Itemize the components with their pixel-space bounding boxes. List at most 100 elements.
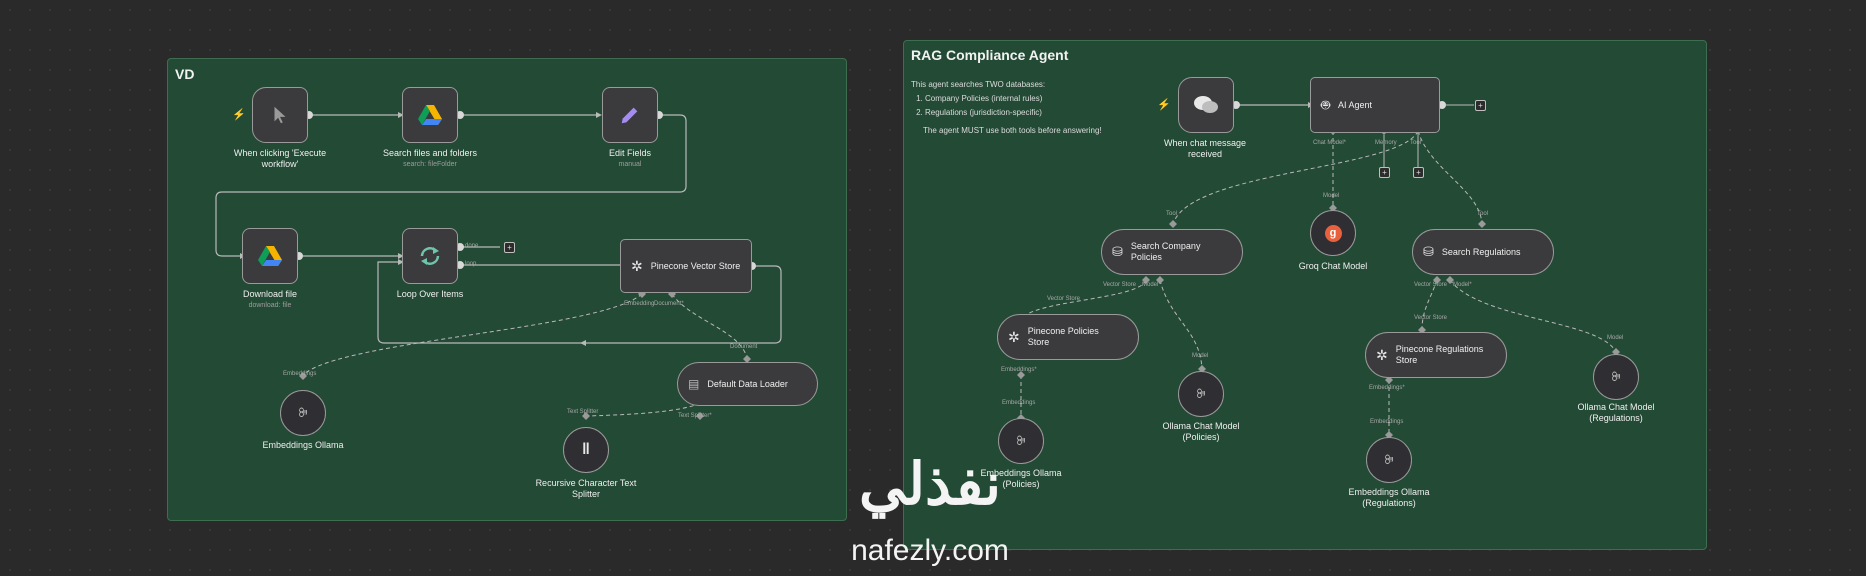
- node-label: Edit Fields: [608, 148, 652, 158]
- node-embeddings-ollama-policies[interactable]: ꔭ: [998, 418, 1044, 464]
- node-pinecone-policies-store[interactable]: ✲ Pinecone Policies Store: [997, 314, 1139, 360]
- note-intro: This agent searches TWO databases:: [911, 80, 1046, 89]
- pinecone-icon: ✲: [1376, 346, 1388, 363]
- dashed-wire: [671, 293, 748, 359]
- port-label: Document*: [654, 301, 684, 307]
- dashed-wire: [1417, 130, 1483, 225]
- node-label: Pinecone Policies Store: [1027, 326, 1099, 347]
- node-default-data-loader[interactable]: ▤ Default Data Loader: [677, 362, 818, 406]
- database-icon: ⛁: [1423, 244, 1434, 259]
- node-embeddings-ollama[interactable]: ꔭ: [280, 390, 326, 436]
- port-label: Embeddings*: [1369, 385, 1405, 391]
- port-label-done: done: [465, 243, 479, 249]
- port-label: Tool: [1166, 211, 1178, 217]
- watermark-latin: nafezly.com: [851, 534, 1009, 567]
- node-label: When clicking 'Execute workflow': [233, 148, 327, 169]
- node-label: Search files and folders: [382, 148, 478, 158]
- port-label: Embeddings: [1370, 419, 1404, 425]
- port-label: Document: [730, 344, 758, 350]
- robot-icon: 🤖︎: [1321, 96, 1331, 114]
- port-label: Model*: [1453, 282, 1472, 288]
- dashed-wire: [1172, 130, 1419, 225]
- note-list: Company Policies (internal rules) Regula…: [911, 92, 1141, 120]
- add-tool-button[interactable]: +: [1413, 167, 1424, 178]
- pencil-icon: [621, 107, 638, 124]
- watermark-arabic: نفذلي: [859, 452, 1001, 517]
- note-item: Regulations (jurisdiction-specific): [925, 106, 1141, 120]
- node-label: AI Agent: [1338, 99, 1373, 110]
- node-search-company-policies[interactable]: ⛁ Search Company Policies: [1101, 229, 1243, 275]
- node-download-file[interactable]: [242, 228, 298, 284]
- node-loop[interactable]: [402, 228, 458, 284]
- port-label: Memory: [1375, 140, 1397, 146]
- node-label: Default Data Loader: [707, 378, 788, 389]
- node-embeddings-ollama-regulations[interactable]: ꔭ: [1366, 437, 1412, 483]
- node-subtitle: search: fileFolder: [403, 161, 457, 168]
- node-subtitle: manual: [618, 161, 642, 168]
- node-label: Pinecone Vector Store: [650, 260, 741, 271]
- trigger-bolt-icon: ⚡: [232, 109, 246, 121]
- port-label: Embedding: [624, 301, 655, 307]
- node-ollama-chat-policies[interactable]: ꔭ: [1178, 371, 1224, 417]
- ollama-llama-icon: ꔭ: [1016, 433, 1026, 448]
- node-label: Recursive Character Text Splitter: [535, 478, 637, 499]
- port-label: Vector Store: [1047, 296, 1081, 302]
- node-label: Embeddings Ollama: [262, 440, 344, 450]
- node-text-splitter[interactable]: ‖: [563, 427, 609, 473]
- port-label: Vector Store: [1103, 282, 1137, 288]
- wire: [215, 114, 687, 257]
- node-label: Ollama Chat Model (Policies): [1162, 421, 1240, 442]
- port-label: Vector Store: [1414, 282, 1448, 288]
- node-chat-trigger[interactable]: [1178, 77, 1234, 133]
- port-label: Chat Model*: [1313, 140, 1347, 146]
- port-label: Model: [1192, 353, 1209, 359]
- add-node-button[interactable]: +: [504, 242, 515, 253]
- node-label: Search Company Policies: [1130, 241, 1201, 262]
- pinecone-icon: ✲: [1008, 328, 1020, 345]
- ollama-llama-icon: ꔭ: [1384, 452, 1394, 467]
- sticky-note: This agent searches TWO databases: Compa…: [911, 78, 1141, 138]
- node-manual-trigger[interactable]: [252, 87, 308, 143]
- node-pinecone-regulations-store[interactable]: ✲ Pinecone Regulations Store: [1365, 332, 1507, 378]
- dashed-wire: [302, 293, 643, 376]
- node-label: Embeddings Ollama (Policies): [980, 468, 1062, 489]
- port-label: Model: [1607, 335, 1624, 341]
- port-label: Tool: [1410, 140, 1422, 146]
- node-groq[interactable]: g: [1310, 210, 1356, 256]
- cursor-icon: [274, 106, 286, 124]
- add-memory-button[interactable]: +: [1379, 167, 1390, 178]
- pinecone-icon: ✲: [631, 257, 643, 274]
- port-label: Text Splitter: [567, 409, 599, 415]
- database-icon: ⛁: [1112, 244, 1123, 259]
- ollama-llama-icon: ꔭ: [298, 405, 308, 420]
- port-label: Embeddings*: [1001, 367, 1037, 373]
- add-node-button[interactable]: +: [1475, 100, 1486, 111]
- node-label: Embeddings Ollama (Regulations): [1348, 487, 1430, 508]
- document-icon: ▤: [688, 377, 700, 391]
- chat-bubbles-icon: [1194, 96, 1218, 113]
- dashed-wire: [1020, 279, 1147, 321]
- dashed-wire: [585, 402, 701, 417]
- node-search-files[interactable]: [402, 87, 458, 143]
- splitter-icon: ‖: [582, 441, 590, 458]
- node-search-regulations[interactable]: ⛁ Search Regulations: [1412, 229, 1554, 275]
- port-label: Embeddings: [1002, 400, 1036, 406]
- node-label: Loop Over Items: [396, 289, 464, 299]
- ollama-llama-icon: ꔭ: [1196, 386, 1206, 401]
- node-edit-fields[interactable]: [602, 87, 658, 143]
- node-label: Ollama Chat Model (Regulations): [1577, 402, 1655, 423]
- port-label: Model*: [1142, 282, 1161, 288]
- groq-icon: g: [1324, 224, 1342, 242]
- wire: [377, 261, 782, 344]
- node-ollama-chat-regulations[interactable]: ꔭ: [1593, 354, 1639, 400]
- node-ai-agent[interactable]: 🤖︎ AI Agent: [1310, 77, 1440, 133]
- node-pinecone-vector-store[interactable]: ✲ Pinecone Vector Store: [620, 239, 752, 293]
- note-footer: The agent MUST use both tools before ans…: [923, 126, 1102, 135]
- frame-rag[interactable]: [903, 40, 1707, 550]
- node-label: Download file: [242, 289, 298, 299]
- port-label: Embeddings: [283, 371, 317, 377]
- port-label: Vector Store: [1414, 315, 1448, 321]
- note-item: Company Policies (internal rules): [925, 92, 1141, 106]
- node-label: Pinecone Regulations Store: [1395, 344, 1484, 365]
